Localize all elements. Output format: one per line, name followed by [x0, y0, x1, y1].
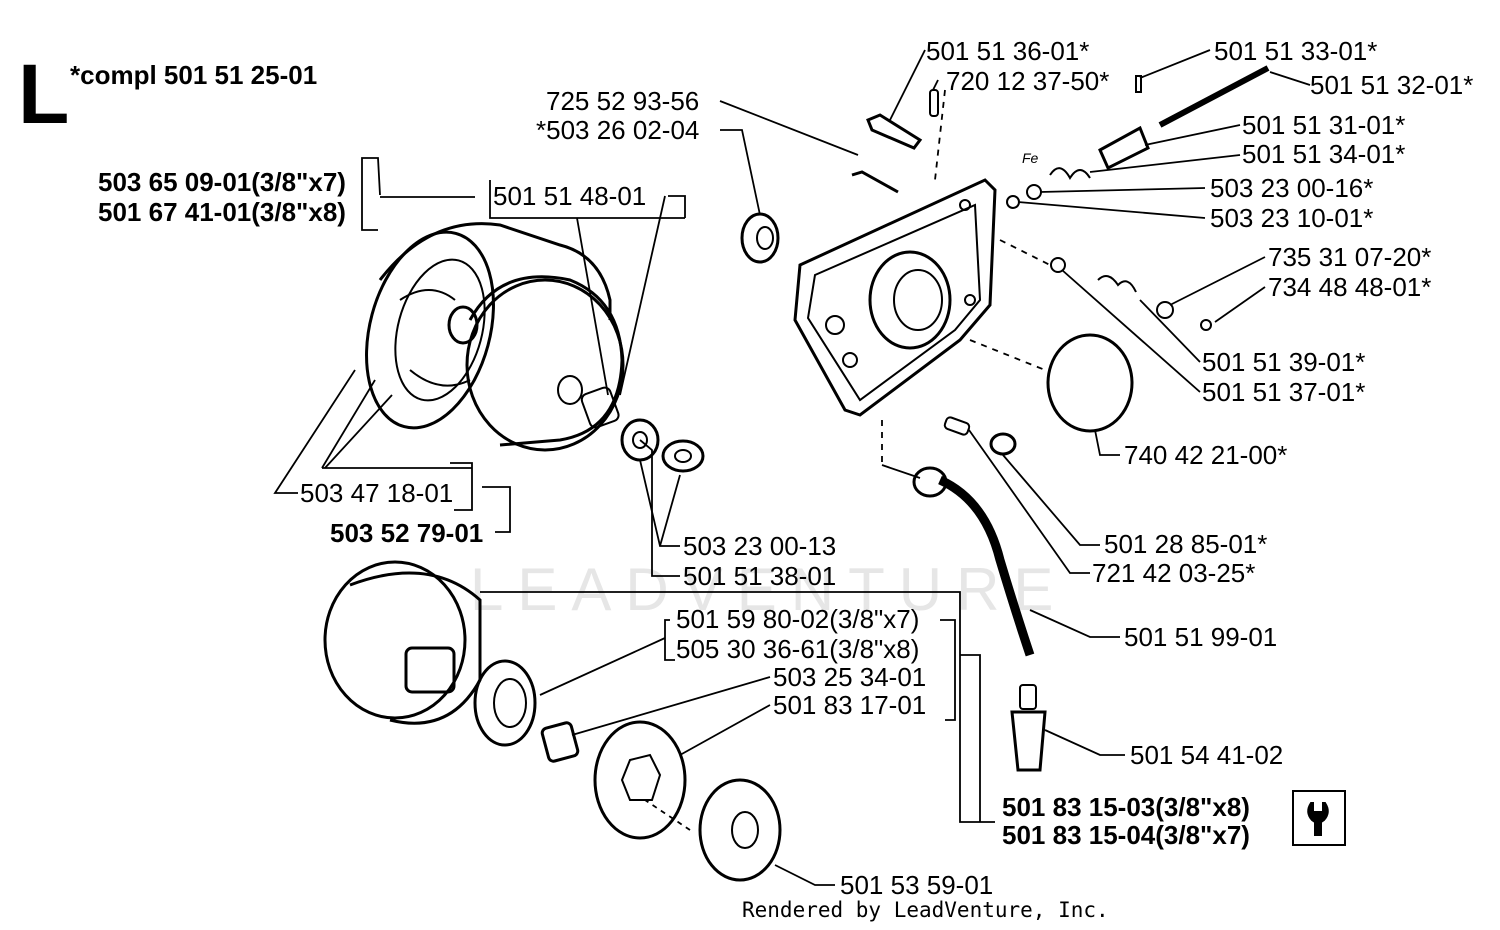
part-label: 503 23 00-13 [683, 531, 837, 561]
part-label: 501 59 80-02(3/8"x7) [676, 604, 920, 634]
part-label: 503 47 18-01 [300, 478, 454, 508]
part-label: 725 52 93-56 [546, 86, 700, 116]
part-label: *503 26 02-04 [536, 115, 700, 145]
part-label: 501 28 85-01* [1104, 529, 1268, 559]
part-label: 501 83 15-04(3/8"x7) [1002, 820, 1250, 850]
part-label: 501 51 31-01* [1242, 110, 1406, 140]
part-label: 501 51 38-01 [683, 561, 837, 591]
part-label: 501 51 32-01* [1310, 70, 1474, 100]
oil-seal-drawing [740, 212, 780, 264]
watermark-text: LEADVENTURE [470, 556, 1068, 623]
clutch-drum-drawing [323, 560, 482, 725]
part-label: 721 42 03-25* [1092, 558, 1256, 588]
part-label: 501 51 39-01* [1202, 347, 1366, 377]
part-label: 501 51 99-01 [1124, 622, 1278, 652]
wrench-icon [1307, 802, 1329, 836]
part-label: 501 51 37-01* [1202, 377, 1366, 407]
rim-sprocket-drawing [473, 659, 537, 747]
part-label: 503 25 34-01 [773, 662, 927, 692]
part-label: 501 83 17-01 [773, 690, 927, 720]
leader-lines [273, 49, 1311, 886]
section-letter: L [18, 47, 70, 141]
part-label: 501 51 34-01* [1242, 139, 1406, 169]
part-label: 735 31 07-20* [1268, 242, 1432, 272]
compl-label: *compl 501 51 25-01 [70, 60, 318, 90]
part-label: 503 65 09-01(3/8"x7) [98, 167, 346, 197]
oil-hose-drawing [912, 466, 1035, 657]
tool-box [1292, 790, 1346, 846]
footer-credit: Rendered by LeadVenture, Inc. [742, 898, 1109, 922]
o-ring-drawing [1046, 333, 1134, 433]
clutch-assembly-drawing [365, 222, 705, 473]
part-label: 503 52 79-01 [330, 518, 484, 548]
part-label: 501 67 41-01(3/8"x8) [98, 197, 346, 227]
part-label: 503 23 00-16* [1210, 173, 1374, 203]
oil-filter-drawing [1010, 684, 1047, 772]
part-label: 505 30 36-61(3/8"x8) [676, 634, 920, 664]
part-label: 720 12 37-50* [946, 66, 1110, 96]
washer-drawing [698, 778, 782, 882]
fe-annotation: Fe [1022, 150, 1039, 166]
part-label: 501 51 36-01* [926, 36, 1090, 66]
adjuster-parts-drawing [851, 65, 1270, 331]
nut-drawing [989, 432, 1017, 456]
part-label: 501 83 15-03(3/8"x8) [1002, 792, 1250, 822]
part-label: 740 42 21-00* [1124, 440, 1288, 470]
pin-drawing [943, 416, 971, 436]
part-label: 501 53 59-01 [840, 870, 994, 900]
sprocket-cover-drawing [593, 720, 687, 840]
part-label: 734 48 48-01* [1268, 272, 1432, 302]
crankcase-cover-drawing [793, 178, 997, 417]
part-label: 503 23 10-01* [1210, 203, 1374, 233]
part-label: 501 54 41-02 [1130, 740, 1284, 770]
part-label: 501 51 48-01 [493, 181, 647, 211]
needle-bearing-drawing [540, 721, 580, 763]
part-label: 501 51 33-01* [1214, 36, 1378, 66]
